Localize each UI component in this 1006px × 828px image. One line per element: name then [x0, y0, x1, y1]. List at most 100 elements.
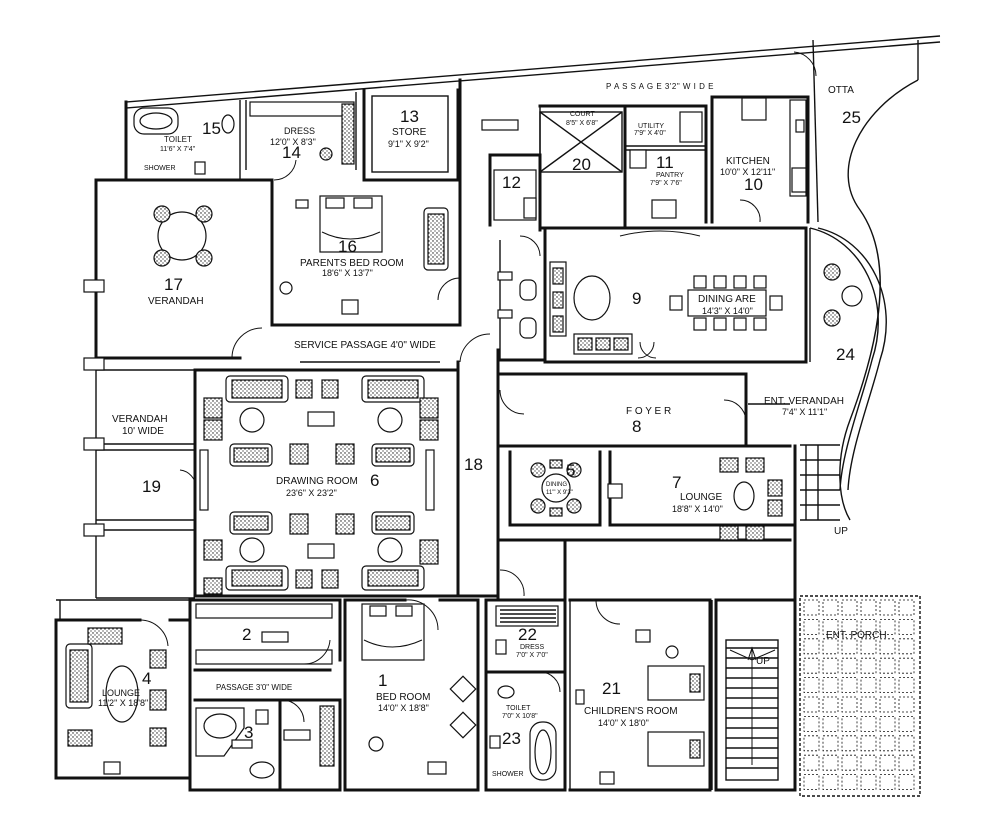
- porch-tile: [841, 599, 858, 616]
- porch-tile: [822, 774, 839, 790]
- porch-tile: [822, 716, 839, 732]
- staircase: [725, 639, 779, 781]
- porch-tile: [803, 677, 820, 693]
- porch-tile: [841, 774, 858, 790]
- room-19-size: 10' WIDE: [122, 426, 164, 437]
- room-7-number: 7: [672, 473, 681, 492]
- room-8-number: 8: [632, 417, 641, 436]
- room-11-number: 11: [656, 153, 674, 172]
- porch-tile: [860, 599, 877, 616]
- porch-tile: [803, 754, 820, 771]
- porch-tile: [879, 599, 896, 616]
- porch-tile: [879, 657, 896, 674]
- room-24-number: 24: [836, 345, 855, 364]
- passage-3-label: PASSAGE 3'0" WIDE: [216, 683, 292, 692]
- shower-top-label: SHOWER: [144, 165, 176, 172]
- room-23-size: 7'0" X 10'8": [502, 713, 538, 720]
- room-10-number: 10: [744, 175, 763, 194]
- room-5-number: 5: [566, 461, 575, 480]
- porch-tile: [898, 696, 915, 713]
- service-passage-label: SERVICE PASSAGE 4'0" WIDE: [294, 340, 436, 351]
- room-4-size: 11'2" X 18'8": [98, 698, 148, 708]
- room-labels: P A S S A G E 3'2" W I D E SERVICE PASSA…: [98, 82, 887, 778]
- porch-tile: [841, 657, 858, 674]
- room-20-size: 8'5" X 6'8": [566, 120, 598, 127]
- room-19-number: 19: [142, 477, 161, 496]
- porch-tile: [860, 696, 877, 713]
- porch-tile: [860, 619, 877, 635]
- up-label-1: UP: [834, 526, 848, 537]
- porch-tile: [879, 677, 896, 693]
- porch-tile: [879, 696, 896, 713]
- room-2-number: 2: [242, 625, 251, 644]
- room-13-name: STORE: [392, 127, 427, 138]
- room-5-size: 11'" X 9'3": [546, 490, 573, 496]
- porch-tile: [860, 716, 877, 732]
- room-21-name: CHILDREN'S ROOM: [584, 706, 678, 717]
- room-14-number: 14: [282, 143, 301, 162]
- porch-tile: [803, 696, 820, 713]
- utility-label: UTILITY: [638, 123, 664, 130]
- porch-tile: [860, 638, 877, 655]
- porch-tile: [803, 716, 820, 732]
- porch-tile: [803, 599, 820, 616]
- room-10-size: 10'0" X 12'11": [720, 167, 775, 177]
- curved-terrace: [800, 79, 919, 521]
- porch-tile: [898, 619, 915, 635]
- porch-tile: [822, 638, 839, 655]
- porch-tile: [841, 619, 858, 635]
- porch-tile: [822, 754, 839, 771]
- porch-tile: [879, 774, 896, 790]
- utility-size: 7'9" X 4'0": [634, 130, 666, 137]
- room-23-number: 23: [502, 729, 521, 748]
- room-12-number: 12: [502, 173, 521, 192]
- porch-tile: [898, 677, 915, 693]
- room-9-number: 9: [632, 289, 641, 308]
- room-10-name: KITCHEN: [726, 156, 770, 167]
- room-3-number: 3: [244, 723, 253, 742]
- room-24-name: ENT. VERANDAH: [764, 396, 844, 407]
- room-21-number: 21: [602, 679, 621, 698]
- room-11-name: PANTRY: [656, 172, 684, 179]
- porch-tile: [822, 677, 839, 693]
- porch-tile: [879, 735, 896, 752]
- room-16-number: 16: [338, 237, 357, 256]
- porch-tile: [822, 735, 839, 752]
- room-13-number: 13: [400, 107, 419, 126]
- ent-porch-label: ENT. PORCH: [826, 630, 887, 641]
- porch-tile: [841, 677, 858, 693]
- room-24-size: 7'4" X 11'1": [782, 407, 827, 417]
- room-25-number: 25: [842, 108, 861, 127]
- up-label-2: UP: [756, 656, 770, 667]
- room-6-number: 6: [370, 471, 379, 490]
- porch-tile: [803, 774, 820, 790]
- doors: [139, 51, 817, 723]
- porch-tile: [822, 657, 839, 674]
- room-18-number: 18: [464, 455, 483, 474]
- room-16-size: 18'6" X 13'7": [322, 268, 373, 278]
- room-6-size: 23'6" X 23'2": [286, 488, 337, 498]
- porch-tile: [860, 735, 877, 752]
- room-4-name: LOUNGE: [102, 688, 140, 698]
- porch-tile: [879, 638, 896, 655]
- porch-tile: [860, 754, 877, 771]
- room-8-name: F O Y E R: [626, 406, 671, 417]
- room-1-number: 1: [378, 671, 387, 690]
- room-1-name: BED ROOM: [376, 692, 430, 703]
- room-7-name: LOUNGE: [680, 492, 723, 503]
- room-20-number: 20: [572, 155, 591, 174]
- room-15-number: 15: [202, 119, 221, 138]
- room-23-name: TOILET: [506, 705, 531, 712]
- room-11-size: 7'9" X 7'6": [650, 180, 682, 187]
- room-16-name: PARENTS BED ROOM: [300, 258, 404, 269]
- room-9-name: DINING ARE: [698, 294, 756, 305]
- room-4-number: 4: [142, 669, 151, 688]
- porch-tile: [803, 735, 820, 752]
- porch-tile: [803, 657, 820, 674]
- porch-tile: [898, 638, 915, 655]
- passage-top-label: P A S S A G E 3'2" W I D E: [606, 82, 714, 91]
- porch-tile: [822, 619, 839, 635]
- room-20-name: COURT: [570, 111, 595, 118]
- porch-tile: [803, 638, 820, 655]
- porch-tile: [860, 774, 877, 790]
